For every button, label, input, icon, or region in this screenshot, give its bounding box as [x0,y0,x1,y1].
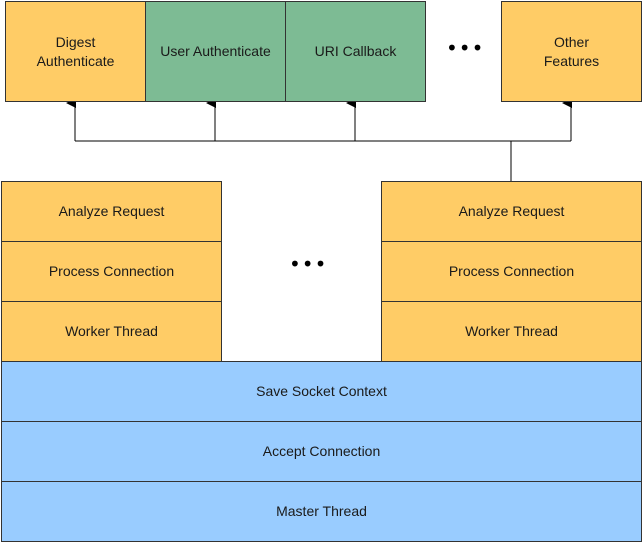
right-process-connection-box: Process Connection [381,241,642,302]
left-worker-thread-box: Worker Thread [1,301,222,362]
accept-connection-box: Accept Connection [1,421,642,482]
right-analyze-request-box: Analyze Request [381,181,642,242]
save-socket-context-box: Save Socket Context [1,361,642,422]
user-authenticate-box: User Authenticate [145,1,286,102]
uri-callback-box: URI Callback [285,1,426,102]
digest-authenticate-box: Digest Authenticate [5,1,146,102]
other-features-box: Other Features [501,1,642,102]
master-thread-box: Master Thread [1,481,642,542]
right-worker-thread-box: Worker Thread [381,301,642,362]
feature-ellipsis: ••• [446,36,485,60]
left-process-connection-box: Process Connection [1,241,222,302]
worker-ellipsis: ••• [289,252,328,276]
left-analyze-request-box: Analyze Request [1,181,222,242]
